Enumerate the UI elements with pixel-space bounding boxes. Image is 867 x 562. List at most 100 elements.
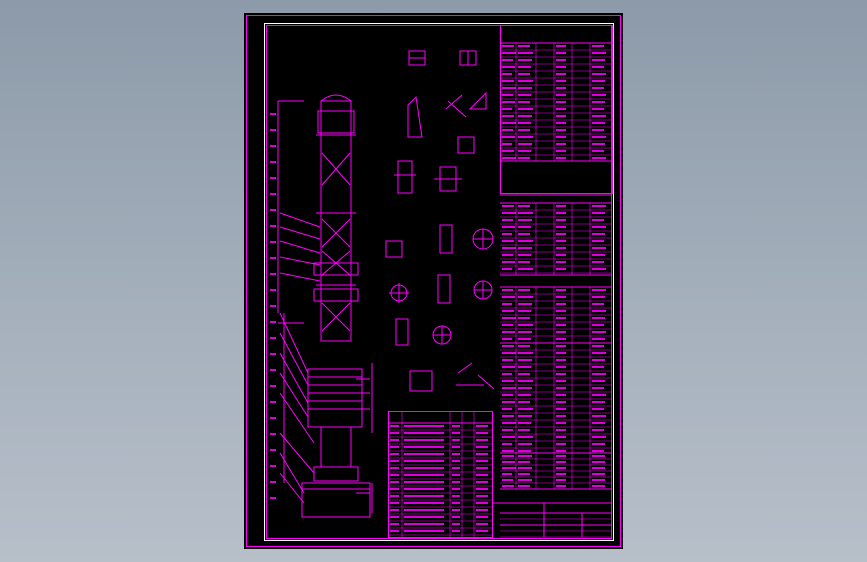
text-glyph-block [592,129,604,131]
text-glyph-block [502,331,515,333]
text-glyph-block [390,467,399,469]
text-glyph-block [518,45,530,47]
text-glyph-block [518,150,531,152]
text-glyph-block [518,450,531,452]
text-glyph-block [502,352,516,354]
text-glyph-block [518,108,533,110]
text-glyph-block [502,387,516,389]
text-glyph-block [452,439,460,441]
text-glyph-block [592,473,605,475]
text-glyph-block [476,439,488,441]
text-glyph-block [452,467,460,469]
text-glyph-block [404,474,444,476]
text-glyph-block [502,254,513,256]
text-glyph-block [592,338,605,340]
text-glyph-block [270,225,276,227]
text-glyph-block [556,94,566,96]
text-glyph-block [518,240,533,242]
text-glyph-block [476,509,488,511]
text-glyph-block [502,473,512,475]
text-glyph-block [390,530,399,532]
text-glyph-block [556,331,566,333]
text-glyph-block [556,247,566,249]
text-glyph-block [556,338,566,340]
text-glyph-block [518,331,532,333]
text-glyph-block [556,436,566,438]
text-glyph-block [502,115,514,117]
text-glyph-block [502,80,514,82]
text-glyph-block [476,488,488,490]
text-glyph-block [270,209,276,211]
text-glyph-block [476,516,488,518]
text-glyph-block [502,408,512,410]
text-glyph-block [518,467,532,469]
text-glyph-block [518,473,530,475]
text-glyph-block [502,317,516,319]
text-glyph-block [556,429,566,431]
text-glyph-block [592,108,604,110]
text-glyph-block [556,394,566,396]
text-glyph-block [592,394,606,396]
text-glyph-block [404,439,444,441]
text-glyph-block [270,289,276,291]
text-glyph-block [270,353,276,355]
text-glyph-block [502,150,514,152]
text-glyph-block [270,337,276,339]
text-glyph-block [592,331,606,333]
text-glyph-block [518,157,530,159]
text-glyph-block [476,474,488,476]
text-glyph-block [390,488,399,490]
text-glyph-block [476,460,488,462]
text-glyph-block [270,161,276,163]
text-glyph-block [556,108,566,110]
text-glyph-block [592,450,604,452]
text-glyph-block [502,373,512,375]
text-glyph-block [556,443,566,445]
text-glyph-block [502,136,515,138]
text-glyph-block [592,73,606,75]
text-glyph-block [502,380,514,382]
text-glyph-block [502,219,513,221]
text-glyph-block [592,401,605,403]
text-glyph-block [518,289,530,291]
text-glyph-block [270,369,276,371]
text-glyph-block [502,289,513,291]
text-glyph-block [404,481,444,483]
text-glyph-block [556,310,566,312]
text-glyph-block [556,422,566,424]
text-glyph-block [390,453,399,455]
text-glyph-block [452,495,460,497]
text-glyph-block [518,101,530,103]
text-glyph-block [476,502,488,504]
text-glyph-block [592,143,605,145]
text-glyph-block [592,233,605,235]
text-glyph-block [556,359,566,361]
text-glyph-block [592,303,604,305]
text-glyph-block [518,129,530,131]
text-glyph-block [476,446,488,448]
text-glyph-block [556,261,566,263]
text-glyph-block [518,394,531,396]
text-glyph-block [476,425,488,427]
text-glyph-block [502,443,512,445]
text-glyph-block [502,394,513,396]
text-glyph-block [404,488,444,490]
text-glyph-block [592,429,604,431]
text-glyph-block [270,273,276,275]
text-glyph-block [592,485,605,487]
text-glyph-block [452,523,460,525]
text-glyph-block [452,432,460,434]
text-glyph-block [592,52,606,54]
text-glyph-block [592,268,606,270]
text-glyph-block [592,240,604,242]
text-glyph-block [476,523,488,525]
text-glyph-block [502,143,512,145]
text-glyph-block [390,425,399,427]
text-glyph-block [592,94,606,96]
text-glyph-block [518,352,533,354]
text-glyph-block [518,261,530,263]
text-glyph-block [592,422,605,424]
text-glyph-block [518,455,532,457]
text-glyph-block [452,446,460,448]
